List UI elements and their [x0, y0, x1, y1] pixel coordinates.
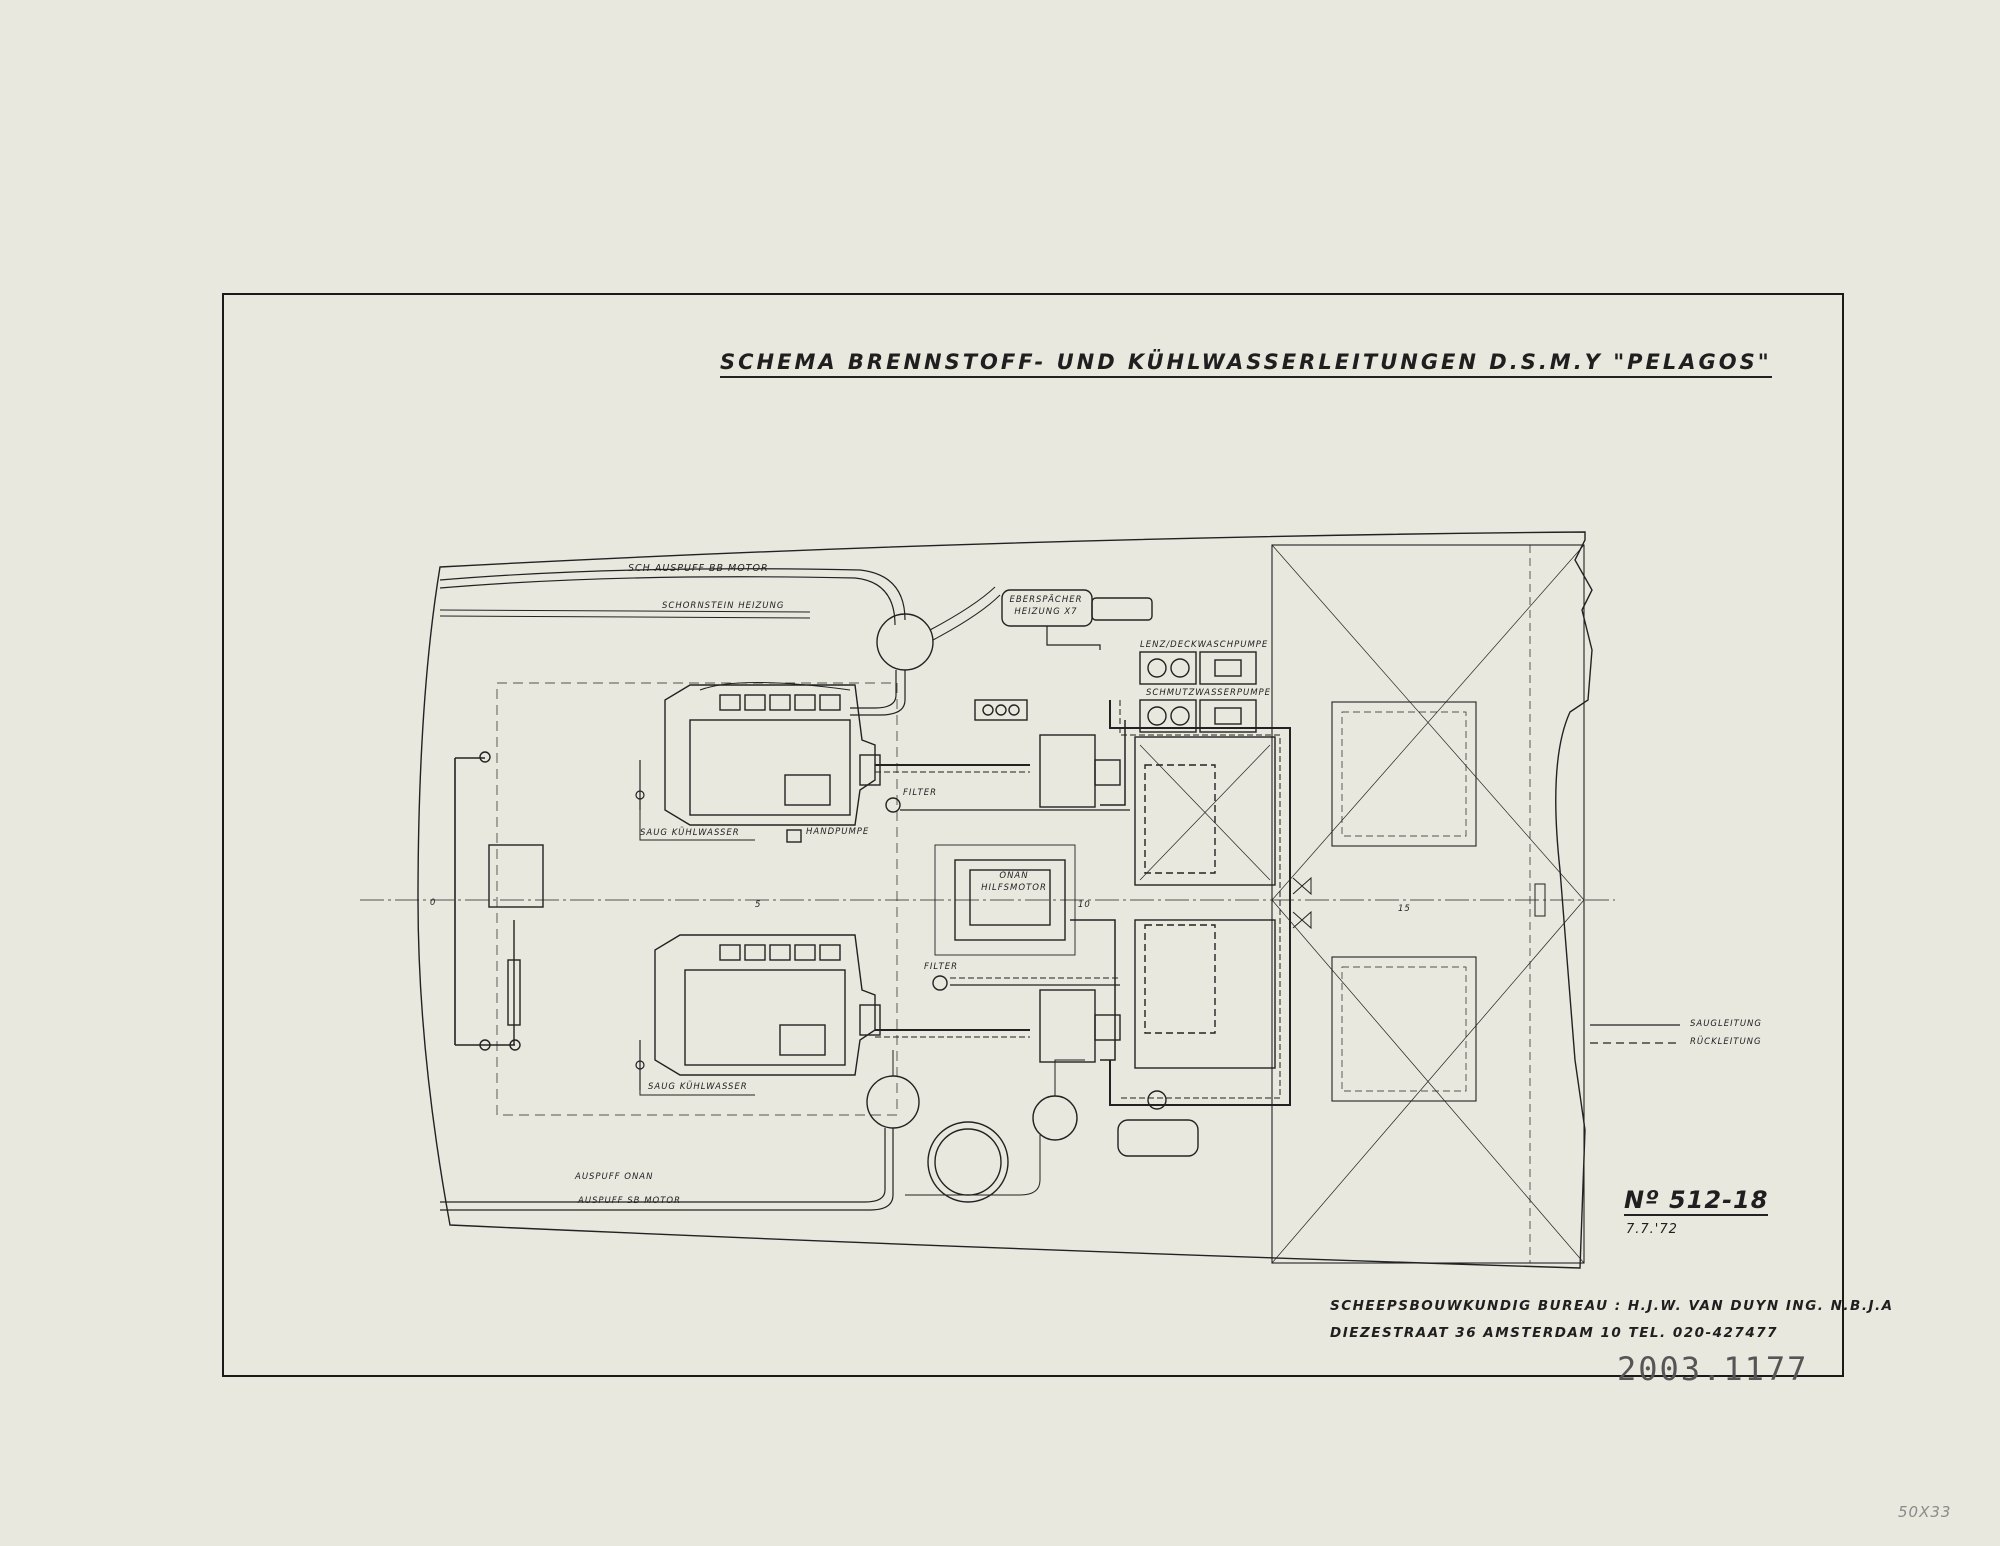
label-exhaust-onan: AUSPUFF ONAN — [575, 1172, 654, 1182]
label-chimney-heating: SCHORNSTEIN HEIZUNG — [662, 601, 785, 611]
engine-sb — [654, 934, 881, 1076]
engine-bb — [664, 682, 881, 826]
drawing-frame — [222, 293, 1844, 1377]
label-bilge-pump: LENZ/DECKWASCHPUMPE — [1140, 640, 1269, 650]
bureau-line-1: SCHEEPSBOUWKUNDIG BUREAU : H.J.W. VAN DU… — [1330, 1298, 1894, 1314]
label-dirty-water-pump: SCHMUTZWASSERPUMPE — [1146, 688, 1272, 698]
label-exhaust-sb: AUSPUFF SB MOTOR — [578, 1196, 682, 1206]
label-onan: ONAN HILFSMOTOR — [981, 871, 1047, 893]
scale-mark-15: 15 — [1398, 904, 1411, 914]
label-hand-pump: HANDPUMPE — [806, 827, 870, 837]
engine-room-boundary — [496, 682, 898, 1116]
scale-mark-10: 10 — [1078, 900, 1091, 910]
inventory-number: 2003.1177 — [1617, 1350, 1809, 1388]
drawing-date: 7.7.'72 — [1626, 1222, 1678, 1237]
corner-note: 50x33 — [1898, 1503, 1952, 1521]
tank-area — [1271, 544, 1585, 1264]
label-exhaust-bb: SCH AUSPUFF BB MOTOR — [628, 563, 769, 574]
legend-solid-label: SAUGLEITUNG — [1690, 1019, 1762, 1029]
label-suction-top: SAUG KÜHLWASSER — [640, 828, 740, 838]
scale-mark-5: 5 — [755, 900, 762, 910]
drawing-title: SCHEMA BRENNSTOFF- UND KÜHLWASSERLEITUNG… — [720, 350, 1772, 378]
label-heater: EBERSPÄCHER HEIZUNG X7 — [1009, 595, 1083, 617]
label-filter-bottom: FILTER — [924, 962, 959, 972]
scale-mark-0: 0 — [430, 898, 437, 908]
bureau-line-2: DIEZESTRAAT 36 AMSTERDAM 10 TEL. 020-427… — [1330, 1325, 1778, 1341]
legend-dashed-label: RÜCKLEITUNG — [1690, 1037, 1762, 1047]
label-suction-bottom: SAUG KÜHLWASSER — [648, 1082, 748, 1092]
hull-outline — [417, 531, 1593, 1269]
label-filter-top: FILTER — [903, 788, 938, 798]
drawing-number: Nº 512-18 — [1624, 1186, 1769, 1216]
